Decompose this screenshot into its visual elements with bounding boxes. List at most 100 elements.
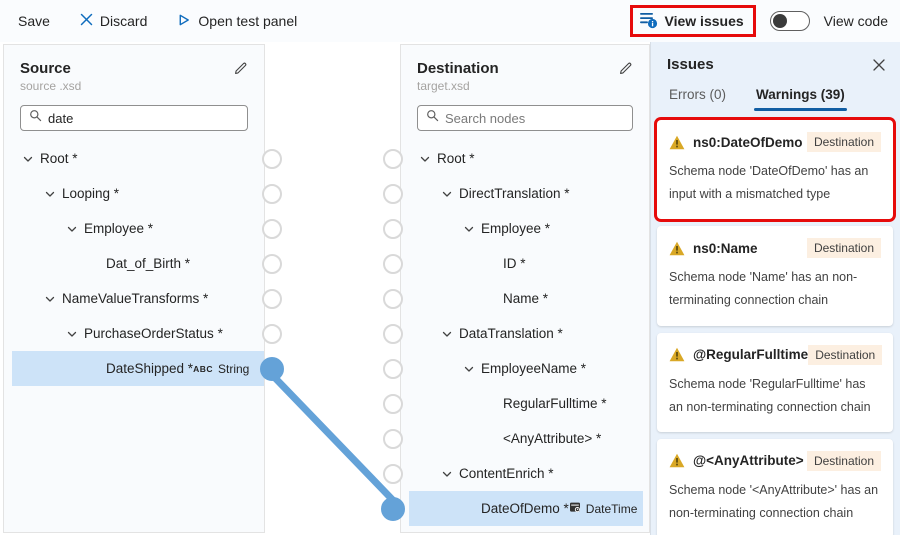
tree-node[interactable]: ID * bbox=[383, 246, 643, 281]
source-search-box[interactable] bbox=[20, 105, 248, 131]
connection-port[interactable] bbox=[383, 288, 403, 309]
connection-port[interactable] bbox=[383, 358, 403, 379]
tree-node[interactable]: ContentEnrich * bbox=[383, 456, 643, 491]
connection-port[interactable] bbox=[383, 218, 403, 239]
tree-node-label: DataTranslation * bbox=[459, 326, 563, 341]
tree-node[interactable]: Root * bbox=[383, 141, 643, 176]
search-icon bbox=[426, 109, 439, 127]
chevron-down-icon[interactable] bbox=[441, 468, 453, 480]
connection-port[interactable] bbox=[383, 253, 403, 274]
chevron-down-icon[interactable] bbox=[44, 293, 56, 305]
source-panel: Source source .xsd Root * Looping * bbox=[3, 44, 284, 533]
tree-node[interactable]: Looping * bbox=[12, 176, 282, 211]
toolbar: Save Discard Open test panel Vi bbox=[0, 0, 900, 42]
connection-port[interactable] bbox=[383, 148, 403, 169]
tree-node[interactable]: DirectTranslation * bbox=[383, 176, 643, 211]
chevron-down-icon[interactable] bbox=[463, 223, 475, 235]
connection-port[interactable] bbox=[262, 288, 282, 309]
connection-port[interactable] bbox=[262, 253, 282, 274]
warning-node-name: ns0:Name bbox=[693, 240, 758, 256]
source-search-input[interactable] bbox=[48, 110, 239, 126]
connection-port[interactable] bbox=[383, 393, 403, 414]
connection-port[interactable] bbox=[383, 183, 403, 204]
chevron-down-icon[interactable] bbox=[22, 153, 34, 165]
discard-button-label: Discard bbox=[99, 13, 148, 29]
tree-node-label: PurchaseOrderStatus * bbox=[84, 326, 223, 341]
view-issues-button[interactable]: View issues bbox=[629, 5, 756, 37]
warning-card[interactable]: ns0:Name Destination Schema node 'Name' … bbox=[657, 226, 893, 326]
tree-node-label: Employee * bbox=[84, 221, 154, 236]
open-test-panel-button[interactable]: Open test panel bbox=[171, 9, 303, 34]
warning-card[interactable]: @<AnyAttribute> Destination Schema node … bbox=[657, 438, 893, 535]
tree-node-label: Root * bbox=[437, 151, 475, 166]
connection-port[interactable] bbox=[383, 463, 403, 484]
connection-port[interactable] bbox=[262, 183, 282, 204]
warning-card[interactable]: ns0:DateOfDemo Destination Schema node '… bbox=[657, 120, 893, 220]
connection-port[interactable] bbox=[262, 148, 282, 169]
tree-node-label: DateOfDemo * bbox=[481, 501, 569, 516]
destination-search-box[interactable] bbox=[417, 105, 633, 131]
tab-errors[interactable]: Errors (0) bbox=[669, 87, 726, 102]
destination-search-input[interactable] bbox=[445, 110, 624, 126]
chevron-down-icon[interactable] bbox=[66, 328, 78, 340]
tree-node[interactable]: DateShipped * ABC String bbox=[12, 351, 284, 386]
tree-node[interactable]: DateOfDemo * DateTime bbox=[381, 491, 643, 526]
tree-node-label: RegularFulltime * bbox=[503, 396, 607, 411]
tree-node[interactable]: Dat_of_Birth * bbox=[12, 246, 282, 281]
edit-pencil-icon[interactable] bbox=[618, 61, 633, 76]
tab-warnings[interactable]: Warnings (39) bbox=[754, 79, 847, 111]
tree-node-label: Root * bbox=[40, 151, 78, 166]
source-panel-title: Source bbox=[20, 59, 71, 77]
warning-message: Schema node 'DateOfDemo' has an input wi… bbox=[669, 164, 869, 202]
tree-node-label: DateShipped * bbox=[106, 361, 194, 376]
warning-icon bbox=[669, 347, 685, 362]
play-icon bbox=[177, 13, 191, 30]
type-badge: ABC String bbox=[193, 362, 249, 376]
connection-port[interactable] bbox=[381, 496, 405, 521]
tree-node[interactable]: RegularFulltime * bbox=[383, 386, 643, 421]
tree-node[interactable]: DataTranslation * bbox=[383, 316, 643, 351]
chevron-down-icon[interactable] bbox=[463, 363, 475, 375]
destination-badge: Destination bbox=[806, 132, 881, 152]
tree-node-label: Dat_of_Birth * bbox=[106, 256, 191, 271]
discard-button[interactable]: Discard bbox=[74, 9, 153, 33]
issues-tabs: Errors (0) Warnings (39) bbox=[651, 73, 900, 111]
save-button[interactable]: Save bbox=[12, 9, 56, 33]
connection-port[interactable] bbox=[262, 323, 282, 344]
save-button-label: Save bbox=[18, 13, 50, 29]
edit-pencil-icon[interactable] bbox=[233, 61, 248, 76]
tree-node[interactable]: Name * bbox=[383, 281, 643, 316]
tree-node[interactable]: Root * bbox=[12, 141, 282, 176]
connection-port[interactable] bbox=[262, 218, 282, 239]
issues-panel-title: Issues bbox=[667, 56, 714, 73]
warning-icon bbox=[669, 135, 685, 150]
chevron-down-icon[interactable] bbox=[44, 188, 56, 200]
open-test-panel-label: Open test panel bbox=[198, 13, 298, 29]
chevron-down-icon[interactable] bbox=[441, 328, 453, 340]
chevron-down-icon[interactable] bbox=[419, 153, 431, 165]
connection-port[interactable] bbox=[260, 356, 284, 381]
tree-node[interactable]: NameValueTransforms * bbox=[12, 281, 282, 316]
destination-panel-title: Destination bbox=[417, 59, 499, 77]
warning-message: Schema node 'RegularFulltime' has an non… bbox=[669, 376, 871, 414]
tree-node-label: Looping * bbox=[62, 186, 120, 201]
issues-list-icon bbox=[639, 10, 658, 32]
warning-card[interactable]: @RegularFulltime Destination Schema node… bbox=[657, 332, 893, 432]
tree-node[interactable]: <AnyAttribute> * bbox=[383, 421, 643, 456]
tree-node[interactable]: PurchaseOrderStatus * bbox=[12, 316, 282, 351]
connection-port[interactable] bbox=[383, 428, 403, 449]
tree-node-label: <AnyAttribute> * bbox=[503, 431, 602, 446]
issues-card-list: ns0:DateOfDemo Destination Schema node '… bbox=[651, 111, 900, 535]
tree-node[interactable]: Employee * bbox=[12, 211, 282, 246]
chevron-down-icon[interactable] bbox=[441, 188, 453, 200]
connection-port[interactable] bbox=[383, 323, 403, 344]
view-code-toggle[interactable] bbox=[769, 11, 810, 31]
type-badge: DateTime bbox=[569, 501, 637, 516]
warning-icon bbox=[669, 241, 685, 256]
close-icon[interactable] bbox=[872, 58, 886, 72]
type-badge-label: String bbox=[218, 361, 250, 376]
chevron-down-icon[interactable] bbox=[66, 223, 78, 235]
tree-node-label: Name * bbox=[503, 291, 549, 306]
tree-node[interactable]: Employee * bbox=[383, 211, 643, 246]
tree-node[interactable]: EmployeeName * bbox=[383, 351, 643, 386]
